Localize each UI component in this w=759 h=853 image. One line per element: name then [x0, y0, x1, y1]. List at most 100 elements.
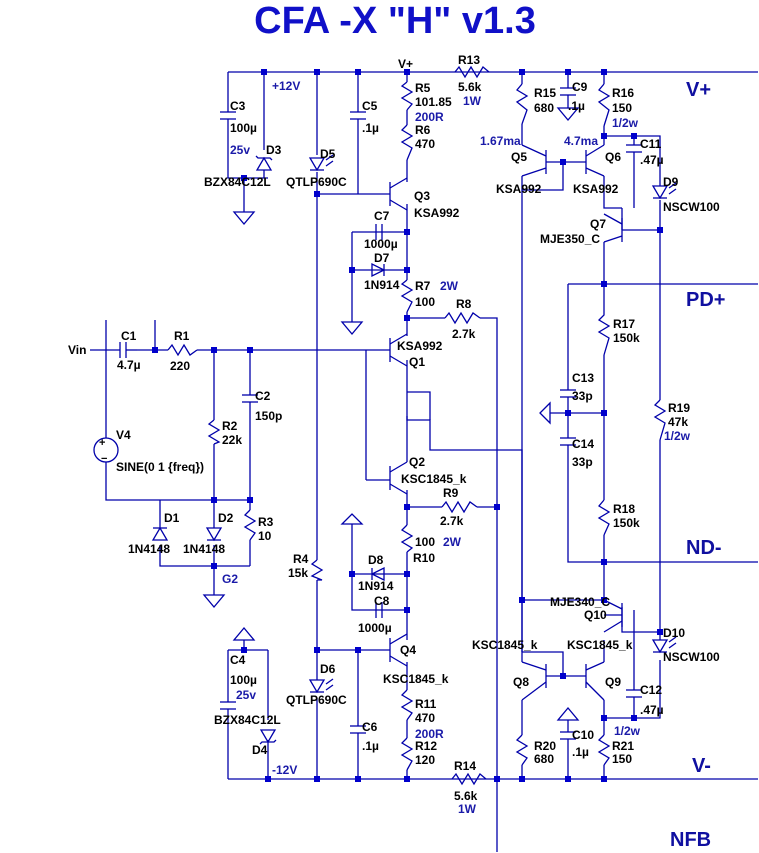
component-label-components-q1-val: KSA992: [397, 339, 443, 353]
component-label-components-r11-ref: R11: [415, 697, 437, 711]
component-label-components-r13-val: 5.6k: [458, 80, 482, 94]
component-label-components-q8-val: KSC1845_k: [472, 638, 538, 652]
component-label-components-q4-val: KSC1845_k: [383, 672, 449, 686]
resistor-r21: [597, 734, 611, 766]
component-label-components-r16-note: 1/2w: [612, 116, 639, 130]
component-label-components-r21-note: 1/2w: [614, 724, 641, 738]
component-label-components-d10-val: NSCW100: [663, 650, 720, 664]
component-label-components-c14-val: 33p: [572, 455, 593, 469]
port-ndminus: ND-: [686, 537, 722, 559]
component-label-components-q4-ref: Q4: [400, 643, 416, 657]
resistors: [167, 65, 667, 786]
resistor-r9: [441, 500, 478, 514]
component-label-components-d9-val: NSCW100: [663, 200, 720, 214]
component-label-components-d5-ref: D5: [320, 147, 336, 161]
component-label-components-r20-val: 680: [534, 752, 554, 766]
component-label-components-r18-val: 150k: [613, 516, 640, 530]
port-vplus: V+: [686, 79, 711, 101]
component-label-components-q8-ref: Q8: [513, 675, 529, 689]
component-label-components-r2-ref: R2: [222, 419, 238, 433]
component-label-components-r16-ref: R16: [612, 86, 634, 100]
rail-plus12: +12V: [272, 79, 300, 93]
component-label-components-q1-ref: Q1: [409, 355, 425, 369]
diodes: [151, 154, 677, 745]
component-label-components-d1-val: 1N4148: [128, 542, 170, 556]
resistor-r19: [653, 399, 667, 441]
component-label-components-r9-ref: R9: [443, 486, 459, 500]
component-label-components-r21-val: 150: [612, 752, 632, 766]
component-label-components-q5-note: 1.67ma: [480, 134, 521, 148]
port-vminus: V-: [692, 755, 711, 777]
input-vin: Vin: [68, 343, 86, 357]
resistor-r16: [597, 83, 611, 127]
resistor-r18: [597, 499, 611, 536]
component-label-components-d8-ref: D8: [368, 553, 384, 567]
component-label-components-d3-val: BZX84C12L: [204, 175, 271, 189]
component-label-components-q5-val: KSA992: [496, 182, 542, 196]
component-label-components-r7-note: 2W: [440, 279, 459, 293]
component-label-components-r16-val: 150: [612, 101, 632, 115]
component-label-components-r11-val: 470: [415, 711, 435, 725]
component-label-components-c2-val: 150p: [255, 409, 282, 423]
component-label-components-c1-val: 4.7µ: [117, 358, 141, 372]
resistor-r12: [400, 737, 414, 771]
component-label-components-c2-ref: C2: [255, 389, 271, 403]
component-label-components-c11-ref: C11: [640, 137, 662, 151]
component-label-components-d8-val: 1N914: [358, 579, 394, 593]
component-label-components-r10-note: 2W: [443, 535, 462, 549]
component-label-components-r8-ref: R8: [456, 297, 472, 311]
component-label-components-c3-ref: C3: [230, 99, 246, 113]
component-label-components-r4-ref: R4: [293, 552, 309, 566]
component-label-components-c7-ref: C7: [374, 209, 390, 223]
component-label-components-q6-ref: Q6: [605, 150, 621, 164]
component-label-components-c3-val: 100µ: [230, 121, 257, 135]
component-label-components-r9-val: 2.7k: [440, 514, 464, 528]
component-label-components-c10-val: .1µ: [572, 745, 589, 759]
component-label-components-c9-ref: C9: [572, 80, 588, 94]
component-label-components-c3-note: 25v: [230, 143, 250, 157]
component-label-components-c11-val: .47µ: [640, 153, 664, 167]
capacitors: [119, 87, 642, 750]
component-label-components-r14-val: 5.6k: [454, 789, 478, 803]
grounds: [202, 107, 580, 721]
component-label-components-c8-val: 1000µ: [358, 621, 392, 635]
component-label-components-r14-ref: R14: [454, 759, 476, 773]
component-label-components-c6-val: .1µ: [362, 739, 379, 753]
component-label-components-q10-val: MJE340_C: [550, 595, 610, 609]
component-label-components-r10-val: 100: [415, 535, 435, 549]
component-label-components-r19-note: 1/2w: [664, 429, 691, 443]
component-label-components-r13-ref: R13: [458, 53, 480, 67]
resistor-r10: [400, 524, 414, 553]
component-label-components-r17-val: 150k: [613, 331, 640, 345]
component-label-components-d1-ref: D1: [164, 511, 180, 525]
component-label-components-q5-ref: Q5: [511, 150, 527, 164]
component-label-components-r13-note: 1W: [463, 94, 482, 108]
resistor-r1: [167, 343, 198, 357]
component-label-components-c12-val: .47µ: [640, 703, 664, 717]
component-label-components-r8-val: 2.7k: [452, 327, 476, 341]
schematic-title: CFA -X "H" v1.3: [254, 0, 536, 42]
resistor-r7: [400, 279, 414, 313]
component-label-components-c13-ref: C13: [572, 371, 594, 385]
node-vplus: V+: [398, 57, 413, 71]
resistor-r20: [515, 734, 529, 766]
resistor-r4: [310, 559, 324, 581]
component-label-components-c10-ref: C10: [572, 728, 594, 742]
component-label-components-c6-ref: C6: [362, 720, 378, 734]
component-label-components-r3-ref: R3: [258, 515, 274, 529]
component-label-components-d7-ref: D7: [374, 251, 390, 265]
component-label-components-r7-val: 100: [415, 295, 435, 309]
component-label-components-d3-ref: D3: [266, 143, 282, 157]
component-label-components-v4-val: SINE(0 1 {freq}): [116, 460, 204, 474]
component-label-components-r11-note: 200R: [415, 727, 444, 741]
resistor-r2: [207, 419, 221, 445]
ground-g2: G2: [222, 572, 238, 586]
resistor-r8: [444, 311, 481, 325]
component-label-components-q3-ref: Q3: [414, 189, 430, 203]
resistor-r6: [400, 124, 414, 161]
component-label-components-r1-ref: R1: [174, 329, 190, 343]
component-label-components-r7-ref: R7: [415, 279, 431, 293]
svg-text:+: +: [99, 437, 105, 449]
component-label-components-r5-note: 200R: [415, 110, 444, 124]
